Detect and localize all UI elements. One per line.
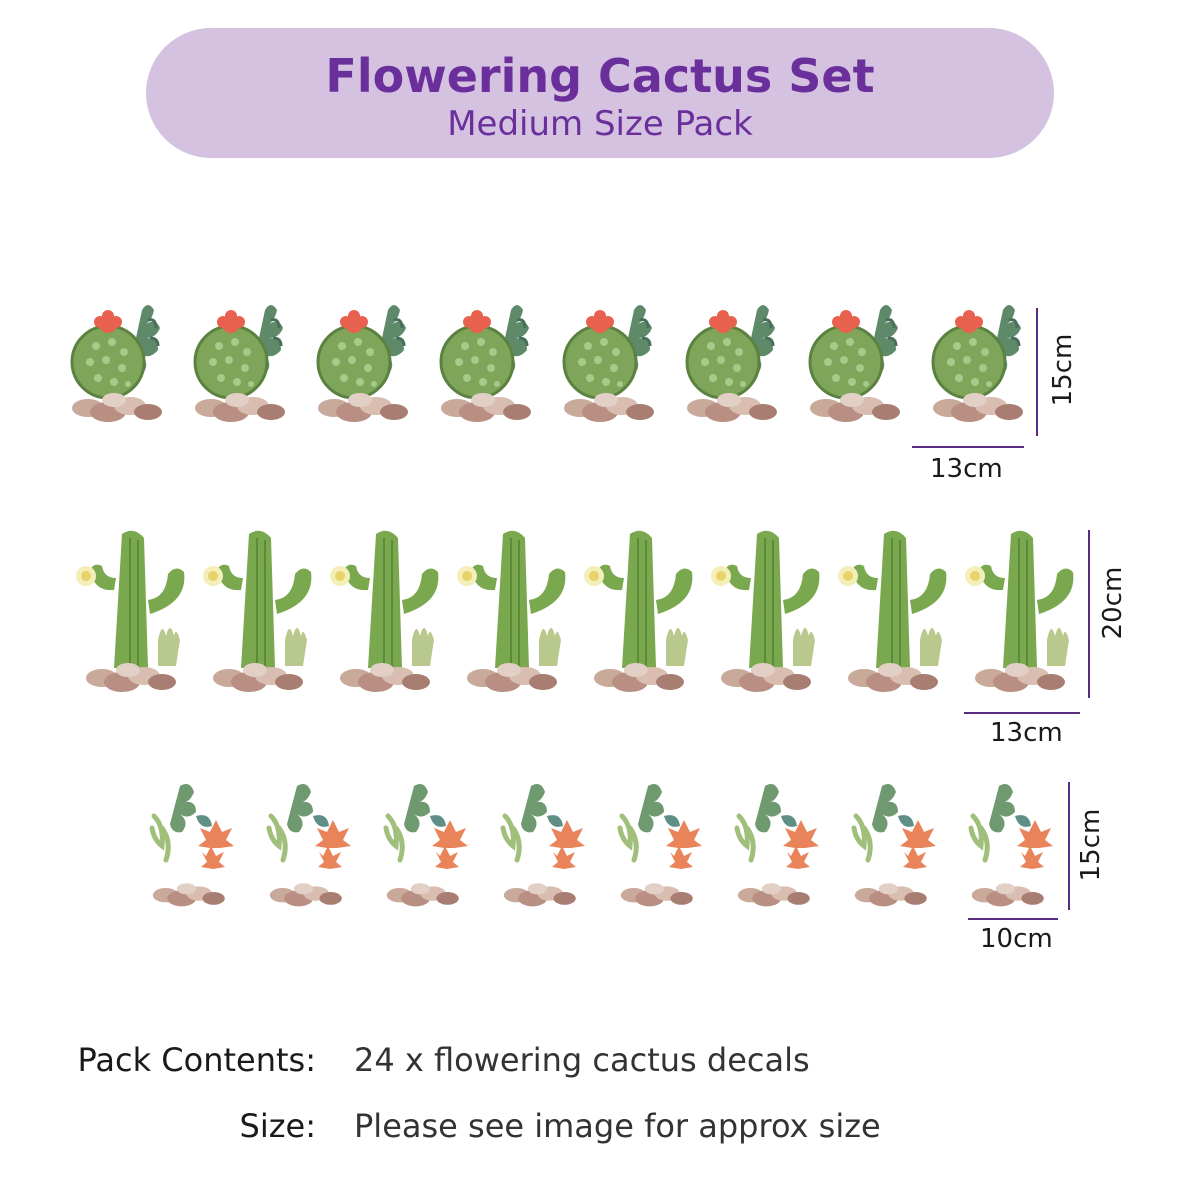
barrel-cactus-icon xyxy=(425,290,545,430)
pack-contents-value: 24 x flowering cactus decals xyxy=(354,1041,810,1079)
page-title: Flowering Cactus Set xyxy=(325,49,875,103)
height-dimension-label: 15cm xyxy=(1076,808,1106,882)
saguaro-cactus-icon xyxy=(72,520,192,700)
barrel-cactus-icon xyxy=(917,290,1037,430)
succulent-icon xyxy=(959,776,1059,916)
height-dimension-label: 15cm xyxy=(1048,333,1078,407)
pack-contents-label: Pack Contents: xyxy=(77,1041,316,1079)
saguaro-cactus-icon xyxy=(453,520,573,700)
width-dimension-line xyxy=(912,446,1024,448)
succulent-icon xyxy=(257,776,357,916)
height-dimension-line xyxy=(1088,530,1090,698)
succulent-icon xyxy=(491,776,591,916)
saguaro-cactus-icon xyxy=(834,520,954,700)
barrel-cactus-icon xyxy=(302,290,422,430)
page-subtitle: Medium Size Pack xyxy=(447,104,753,144)
height-dimension-line xyxy=(1068,782,1070,910)
title-banner: Flowering Cactus Set Medium Size Pack xyxy=(146,28,1054,158)
barrel-cactus-icon xyxy=(671,290,791,430)
size-label: Size: xyxy=(239,1107,316,1145)
succulent-icon xyxy=(608,776,708,916)
width-dimension-line xyxy=(964,712,1080,714)
succulent-icon xyxy=(374,776,474,916)
barrel-cactus-icon xyxy=(548,290,668,430)
saguaro-cactus-icon xyxy=(326,520,446,700)
saguaro-cactus-icon xyxy=(961,520,1081,700)
barrel-cactus-icon xyxy=(56,290,176,430)
height-dimension-label: 20cm xyxy=(1098,566,1128,640)
barrel-cactus-icon xyxy=(794,290,914,430)
size-value: Please see image for approx size xyxy=(354,1107,881,1145)
saguaro-cactus-icon xyxy=(199,520,319,700)
succulent-icon xyxy=(725,776,825,916)
width-dimension-label: 13cm xyxy=(930,454,1003,484)
succulent-icon xyxy=(140,776,240,916)
saguaro-cactus-icon xyxy=(707,520,827,700)
width-dimension-line xyxy=(968,918,1058,920)
saguaro-cactus-icon xyxy=(580,520,700,700)
barrel-cactus-icon xyxy=(179,290,299,430)
height-dimension-line xyxy=(1036,308,1038,436)
width-dimension-label: 13cm xyxy=(990,718,1063,748)
width-dimension-label: 10cm xyxy=(980,924,1053,954)
succulent-icon xyxy=(842,776,942,916)
